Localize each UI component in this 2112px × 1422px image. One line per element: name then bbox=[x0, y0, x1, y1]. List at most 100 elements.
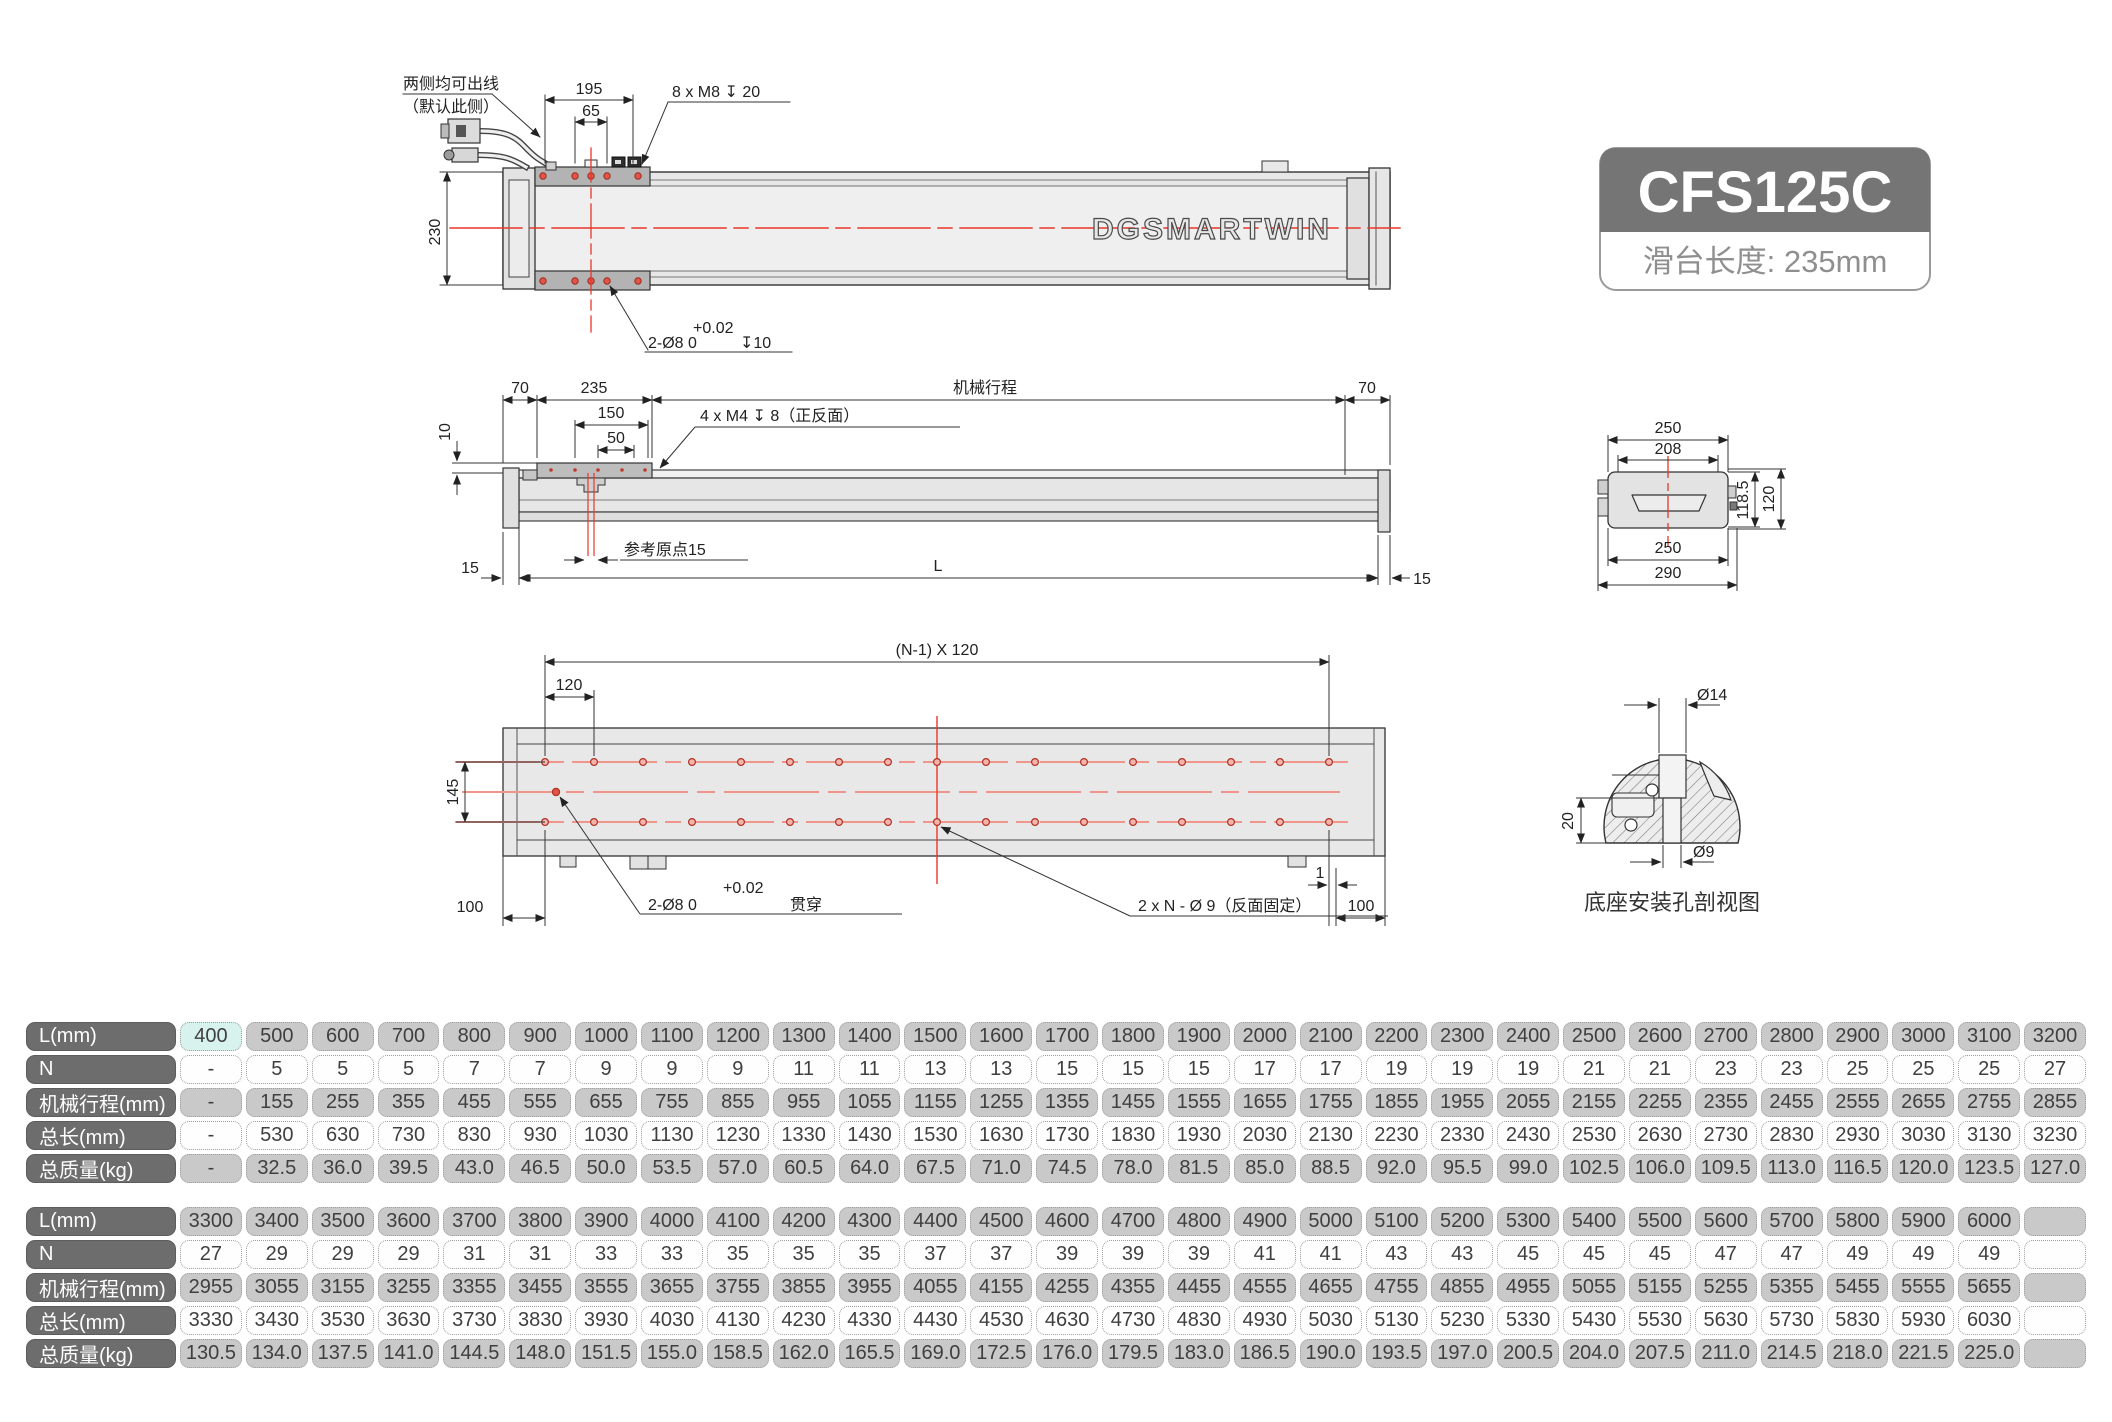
table-cell: 600 bbox=[311, 1022, 374, 1051]
table-cell: 2700 bbox=[1694, 1022, 1757, 1051]
row-header: 总质量(kg) bbox=[26, 1339, 176, 1368]
table-cell: 3255 bbox=[377, 1273, 440, 1302]
table-cell: 165.5 bbox=[838, 1339, 901, 1368]
pitch-label: (N-1) X 120 bbox=[896, 642, 979, 659]
svg-text:15: 15 bbox=[1413, 571, 1431, 588]
table-cell: 197.0 bbox=[1431, 1339, 1494, 1368]
table-cell: 32.5 bbox=[245, 1154, 308, 1183]
table-cell: 11 bbox=[772, 1055, 835, 1084]
table-cell: 4700 bbox=[1102, 1207, 1164, 1236]
svg-text:235: 235 bbox=[581, 380, 608, 397]
table-cell: 221.5 bbox=[1892, 1339, 1955, 1368]
table-cell: 3200 bbox=[2024, 1022, 2086, 1051]
table-cell: 162.0 bbox=[772, 1339, 835, 1368]
table-cell bbox=[2024, 1273, 2086, 1302]
table-cell: 6000 bbox=[1958, 1207, 2021, 1236]
table-cell: 19 bbox=[1497, 1055, 1560, 1084]
table-cell: 500 bbox=[245, 1022, 308, 1051]
table-cell: 2730 bbox=[1694, 1121, 1757, 1150]
table-cell: 2400 bbox=[1497, 1022, 1560, 1051]
table-cell: 1755 bbox=[1299, 1088, 1362, 1117]
table-cell: 25 bbox=[1892, 1055, 1955, 1084]
table-cell: 5700 bbox=[1760, 1207, 1823, 1236]
table-cell: 106.0 bbox=[1628, 1154, 1691, 1183]
table-cell: - bbox=[180, 1154, 242, 1183]
table-cell: 46.5 bbox=[509, 1154, 572, 1183]
end-view-dimensions bbox=[1597, 435, 1786, 591]
table-cell: 4730 bbox=[1102, 1306, 1164, 1335]
table-cell: 1600 bbox=[970, 1022, 1033, 1051]
table-cell: 1700 bbox=[1036, 1022, 1099, 1051]
svg-text:Ø14: Ø14 bbox=[1697, 687, 1727, 704]
table-cell: 39.5 bbox=[377, 1154, 440, 1183]
table-cell: 144.5 bbox=[443, 1339, 506, 1368]
svg-text:Ø9: Ø9 bbox=[1693, 844, 1714, 861]
table-cell: 3230 bbox=[2024, 1121, 2086, 1150]
table-cell: 4300 bbox=[838, 1207, 901, 1236]
table-cell: 81.5 bbox=[1167, 1154, 1230, 1183]
table-cell: 4030 bbox=[641, 1306, 703, 1335]
svg-text:290: 290 bbox=[1655, 565, 1682, 582]
table-cell: 3955 bbox=[838, 1273, 901, 1302]
table-cell: 92.0 bbox=[1365, 1154, 1428, 1183]
table-cell: 830 bbox=[443, 1121, 506, 1150]
table-cell: 1355 bbox=[1036, 1088, 1099, 1117]
length-label: L bbox=[934, 558, 943, 575]
table-cell: 1000 bbox=[575, 1022, 638, 1051]
bottom-view: (N-1) X 120 120 145 100 +0.02 2-Ø8 0 贯穿 … bbox=[445, 642, 1388, 926]
table-cell: 2655 bbox=[1892, 1088, 1955, 1117]
table-cell: 3700 bbox=[443, 1207, 506, 1236]
table-cell: 2800 bbox=[1760, 1022, 1823, 1051]
table-cell: 127.0 bbox=[2024, 1154, 2086, 1183]
table-cell: 47 bbox=[1694, 1240, 1757, 1269]
table-cell: 25 bbox=[1826, 1055, 1889, 1084]
table-cell: 4955 bbox=[1497, 1273, 1560, 1302]
table-cell: 64.0 bbox=[838, 1154, 901, 1183]
table-cell: 5930 bbox=[1892, 1306, 1955, 1335]
table-cell: 4930 bbox=[1233, 1306, 1296, 1335]
table-cell bbox=[2024, 1240, 2086, 1269]
table-cell: 102.5 bbox=[1563, 1154, 1625, 1183]
table-cell: 218.0 bbox=[1826, 1339, 1889, 1368]
svg-text:208: 208 bbox=[1655, 441, 1682, 458]
table-cell: 116.5 bbox=[1826, 1154, 1889, 1183]
table-cell: 2755 bbox=[1958, 1088, 2021, 1117]
svg-text:145: 145 bbox=[445, 779, 462, 806]
table-cell: 5900 bbox=[1892, 1207, 1955, 1236]
table-cell: 45 bbox=[1497, 1240, 1560, 1269]
table-cell: 29 bbox=[245, 1240, 308, 1269]
table-cell: 17 bbox=[1299, 1055, 1362, 1084]
table-cell: 176.0 bbox=[1036, 1339, 1099, 1368]
table-cell: 3055 bbox=[245, 1273, 308, 1302]
table-cell: 5230 bbox=[1431, 1306, 1494, 1335]
table-cell: 85.0 bbox=[1233, 1154, 1296, 1183]
svg-text:250: 250 bbox=[1655, 540, 1682, 557]
top-view: DGSMARTWIN bbox=[402, 75, 1401, 353]
svg-text:70: 70 bbox=[511, 380, 529, 397]
table-cell: 4600 bbox=[1036, 1207, 1099, 1236]
through-pin-note: 贯穿 bbox=[790, 896, 822, 914]
table-cell: 95.5 bbox=[1431, 1154, 1494, 1183]
detail-view-dim-labels: Ø14 20 Ø9 bbox=[1560, 687, 1727, 861]
table-cell: 3530 bbox=[311, 1306, 374, 1335]
table-cell: 5730 bbox=[1760, 1306, 1823, 1335]
table-cell: 5355 bbox=[1760, 1273, 1823, 1302]
n-holes-callout: 2 x N - Ø 9（反面固定） bbox=[1138, 897, 1311, 915]
table-cell: 41 bbox=[1299, 1240, 1362, 1269]
carriage-holes bbox=[539, 172, 642, 285]
table-cell: 39 bbox=[1102, 1240, 1164, 1269]
row-header: N bbox=[26, 1240, 176, 1269]
table-cell: 1430 bbox=[838, 1121, 901, 1150]
table-cell: 214.5 bbox=[1760, 1339, 1823, 1368]
table-cell: 19 bbox=[1365, 1055, 1428, 1084]
base-mounting-holes bbox=[540, 757, 1333, 826]
detail-view-dimensions bbox=[1576, 698, 1720, 868]
table-cell: 7 bbox=[509, 1055, 572, 1084]
table-cell: 1100 bbox=[641, 1022, 703, 1051]
table-cell: - bbox=[180, 1055, 242, 1084]
table-cell: 15 bbox=[1036, 1055, 1099, 1084]
table-cell: 2500 bbox=[1563, 1022, 1625, 1051]
